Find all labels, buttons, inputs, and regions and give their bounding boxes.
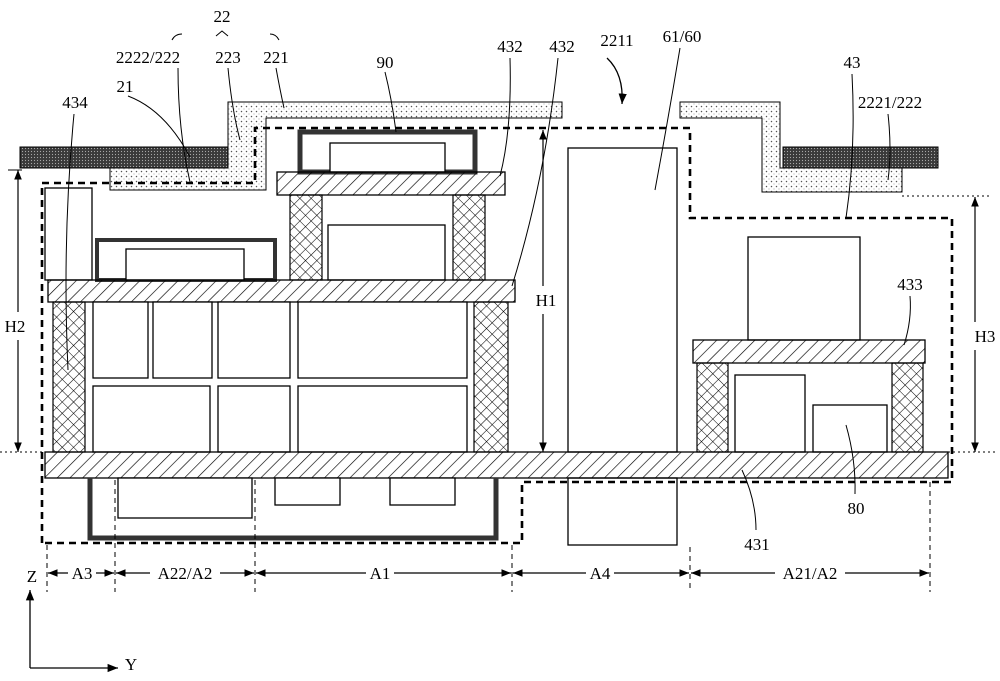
region-bg-a3 — [68, 562, 96, 582]
region-label-a3: A3 — [72, 564, 93, 583]
leader-21 — [127, 95, 191, 158]
component-right-upper — [747, 236, 861, 341]
board-432-top — [276, 171, 506, 196]
label-223: 223 — [215, 48, 241, 67]
component-61-60-lower — [567, 477, 678, 546]
component-grid-2 — [152, 301, 213, 379]
component-grid-4 — [297, 301, 468, 379]
label-h2: H2 — [5, 317, 26, 336]
component-grid-5 — [92, 385, 211, 453]
label-80: 80 — [848, 499, 865, 518]
leader-433 — [903, 295, 911, 346]
leader-432-a — [499, 57, 511, 177]
leader-2221-222 — [887, 113, 891, 181]
component-grid-1 — [92, 301, 149, 379]
leader-221 — [275, 67, 285, 109]
pillar-top-left — [289, 194, 323, 281]
leader-61-60 — [654, 47, 681, 191]
component-left-narrow — [44, 187, 93, 281]
label-21: 21 — [117, 77, 134, 96]
axis-y-label: Y — [125, 655, 137, 674]
region-label-backgrounds — [68, 562, 845, 582]
component-grid-7 — [297, 385, 468, 453]
pillar-right-module-right — [891, 362, 924, 453]
layer-21-right — [782, 146, 939, 169]
component-bottom-1 — [117, 477, 253, 519]
label-43: 43 — [844, 53, 861, 72]
label-h1: H1 — [536, 291, 557, 310]
region-ticks — [46, 480, 931, 592]
label-22: 22 — [214, 7, 231, 26]
leader-43 — [845, 73, 854, 219]
leader-434 — [65, 113, 75, 371]
board-432-large — [47, 279, 516, 303]
component-bottom-3 — [389, 477, 456, 506]
component-grid-6 — [217, 385, 291, 453]
component-top-middle — [327, 224, 446, 281]
component-61-60 — [567, 147, 678, 453]
leader-2222-222 — [177, 67, 191, 183]
board-431 — [44, 451, 949, 479]
label-221: 221 — [263, 48, 289, 67]
component-under-shield-90 — [329, 142, 446, 173]
region-bg-a21 — [775, 562, 845, 582]
label-61-60: 61/60 — [663, 27, 702, 46]
region-label-a1: A1 — [370, 564, 391, 583]
label-2222-222: 2222/222 — [116, 48, 180, 67]
region-bg-a22 — [150, 562, 220, 582]
region-bg-a4 — [586, 562, 614, 582]
leader-80 — [845, 424, 856, 495]
leader-432-b — [511, 57, 559, 287]
leader-223 — [227, 67, 241, 141]
cavity-43-outline — [40, 126, 954, 545]
pillar-right-module-left — [696, 362, 729, 453]
component-right-lower-a — [734, 374, 806, 453]
region-label-a4: A4 — [590, 564, 611, 583]
label-431: 431 — [744, 535, 770, 554]
label-h3: H3 — [975, 327, 996, 346]
label-432-b: 432 — [549, 37, 575, 56]
label-432-a: 432 — [497, 37, 523, 56]
layer-221-223-left — [109, 101, 563, 191]
frame-434-right — [473, 301, 509, 453]
component-grid-3 — [217, 301, 291, 379]
pillar-top-right — [452, 194, 486, 281]
label-434: 434 — [62, 93, 88, 112]
leader-431 — [741, 469, 757, 531]
shield-bottom — [87, 478, 499, 541]
component-bottom-2 — [274, 477, 341, 506]
label-433: 433 — [897, 275, 923, 294]
leader-90 — [384, 71, 397, 133]
layer-221-2221-right — [679, 101, 903, 193]
label-90: 90 — [377, 53, 394, 72]
region-label-a22-a2: A22/A2 — [158, 564, 213, 583]
component-80 — [812, 404, 888, 453]
board-433 — [692, 339, 926, 364]
layer-21-left — [19, 146, 229, 169]
region-label-a21-a2: A21/A2 — [783, 564, 838, 583]
frame-434-left — [52, 301, 86, 453]
opening-2211-arrow — [606, 57, 627, 105]
brace-22 — [171, 30, 280, 41]
region-bg-a1 — [366, 562, 394, 582]
component-under-left-shield — [125, 248, 245, 281]
axis-z-label: Z — [27, 567, 37, 586]
label-2211: 2211 — [600, 31, 633, 50]
label-2221-222: 2221/222 — [858, 93, 922, 112]
